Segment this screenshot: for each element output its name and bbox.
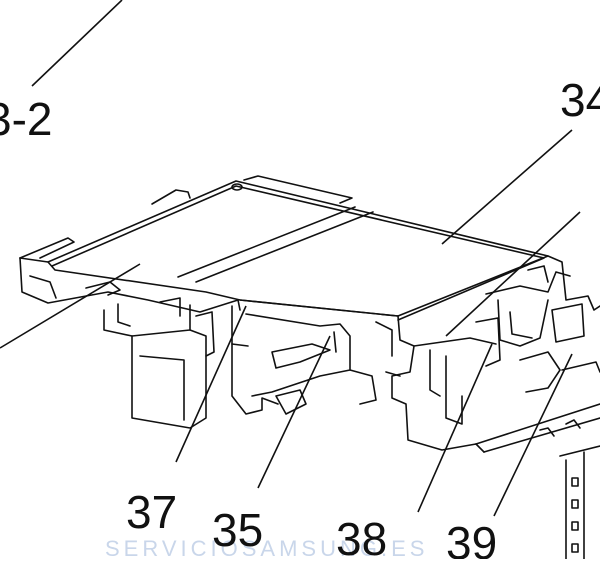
right-front-wall (239, 299, 497, 451)
top-cover (47, 175, 549, 321)
leader-line-37 (175, 305, 247, 463)
leader-line-38 (417, 343, 493, 513)
part-label-34: 34 (560, 74, 600, 126)
leader-line-35 (257, 335, 331, 489)
pcb-housing-assembly (19, 175, 600, 560)
part-label-37: 37 (126, 486, 177, 538)
part-label-35: 35 (212, 504, 263, 556)
part-label-38: 38 (336, 513, 387, 559)
leader-line-36 (445, 211, 581, 337)
leader-lines (0, 0, 581, 517)
central-cavity (231, 305, 377, 415)
leader-line-39 (493, 353, 573, 517)
left-lower-block (103, 297, 215, 429)
left-front-wall (19, 237, 241, 313)
watermark-text: SERVICIOSAMSUNG.ES (105, 536, 428, 559)
part-label-3-2: 3-2 (0, 93, 52, 145)
right-connector-block (475, 255, 600, 393)
part-number-labels: 3-2 34 37 35 38 39 (0, 74, 600, 564)
leader-line-3-2 (31, 0, 123, 87)
leader-line-34 (441, 129, 573, 245)
leader-line-left-edge (0, 263, 141, 349)
mounting-rail (475, 403, 600, 560)
part-label-39: 39 (446, 517, 497, 559)
